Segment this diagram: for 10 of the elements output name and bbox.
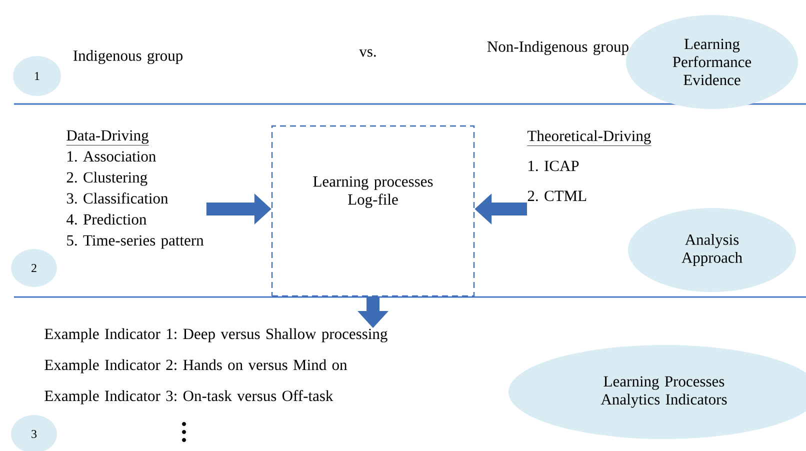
indicator-list: Example Indicator 1: Deep versus Shallow processing Example Indicator 2: Hands on versus Mind on Example Indicator 3: On-task versus Off-task <box>44 328 388 404</box>
group-label: Non-Indigenous group <box>487 40 628 56</box>
method-list: Data-Driving 1. Association 2. Clustering 3. Classification 4. Prediction 5. Time-series pattern <box>66 130 204 249</box>
number-badge: 1 <box>13 56 61 96</box>
number-badge: 3 <box>11 415 57 451</box>
number-badge: 2 <box>11 249 57 287</box>
dashed-box: Learning processes Log-file <box>271 125 475 297</box>
group-label: Indigenous group <box>73 50 182 64</box>
theory-list: Theoretical-Driving 1. ICAP 2. CTML <box>527 130 652 202</box>
group-label: vs. <box>359 49 376 57</box>
